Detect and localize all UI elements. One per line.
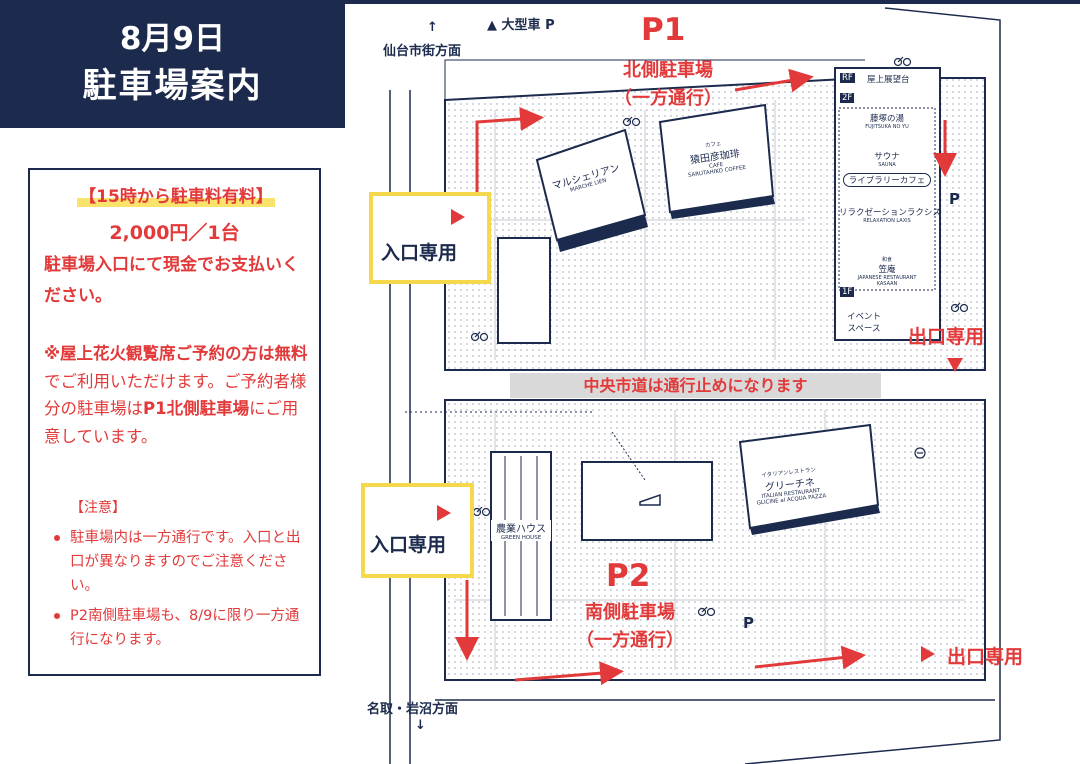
- note-item: P2南側駐車場も、8/9に限り一方通行になります。: [50, 604, 312, 652]
- p1-label: 北側駐車場: [623, 60, 713, 81]
- flow-arrow: [514, 661, 624, 686]
- bicycle-icon: [697, 606, 716, 617]
- flow-arrow: [734, 68, 814, 93]
- p1-oneway: （一方通行）: [614, 88, 722, 109]
- p1-title: P1: [641, 12, 686, 48]
- exit-arrow-icon: [947, 358, 963, 372]
- sauna-label: サウナ SAUNA: [874, 152, 900, 168]
- cake-icon: [639, 493, 661, 506]
- notes-list: 駐車場内は一方通行です。入口と出口が異なりますのでご注意ください。 P2南側駐車…: [50, 526, 312, 658]
- rooftop-label: 屋上展望台: [867, 75, 910, 85]
- p2-label: 南側駐車場: [585, 602, 675, 623]
- p2-entrance-label: 入口専用: [370, 534, 447, 556]
- no-entry-icon: [914, 447, 926, 459]
- page-title: 駐車場案内: [82, 66, 263, 106]
- parking-icon: P: [743, 614, 754, 632]
- small-building-north: [497, 237, 551, 344]
- south-arrow: ↓: [415, 718, 426, 733]
- road-closed-bar: 中央市道は通行止めになります: [510, 373, 881, 398]
- p2-title: P2: [606, 558, 651, 594]
- bicycle-icon: [950, 302, 969, 313]
- exit-arrow-icon: [921, 646, 935, 662]
- entrance-arrow-icon: [437, 505, 451, 521]
- flow-arrow: [475, 107, 544, 200]
- rf-badge: RF: [840, 73, 855, 83]
- relax-label: リラクゼーションラクシス RELAXATION LAXIS: [839, 208, 941, 224]
- fee-payment-note: 駐車場入口にて現金でお支払いください。: [44, 255, 299, 306]
- bath-label: 藤塚の湯 FUJITSUKA NO YU: [865, 114, 909, 130]
- p1-entrance-label: 入口専用: [381, 242, 458, 264]
- parking-icon: P: [545, 18, 555, 33]
- p2-oneway: （一方通行）: [576, 630, 684, 651]
- flow-arrow: [754, 645, 866, 670]
- parking-icon: P: [949, 190, 960, 208]
- entrance-arrow-icon: [451, 209, 465, 225]
- note-item: 駐車場内は一方通行です。入口と出口が異なりますのでご注意ください。: [50, 526, 312, 598]
- bullet-icon: [54, 613, 60, 619]
- f2-badge: 2F: [840, 93, 855, 103]
- north-road-label: 仙台市街方面: [383, 44, 462, 59]
- north-arrow: ↑: [427, 20, 438, 35]
- farm-label: 農業ハウス GREEN HOUSE: [491, 520, 551, 541]
- fee-heading: 【15時から駐車料有料】: [77, 187, 275, 207]
- event-space-label: イベント スペース: [847, 312, 882, 334]
- fee-price: 2,000円／1台: [109, 222, 240, 244]
- south-road-label: 名取・岩沼方面: [367, 702, 459, 717]
- p2-exit-label: 出口専用: [947, 646, 1024, 668]
- road-closed-label: 中央市道は通行止めになります: [583, 376, 808, 395]
- notes-title: 【注意】: [70, 500, 126, 516]
- bicycle-icon: [470, 331, 489, 342]
- cake-building: [581, 461, 713, 541]
- p1-exit-label: 出口専用: [908, 326, 985, 348]
- bullet-icon: [54, 535, 60, 541]
- facility-building: [834, 67, 941, 341]
- kasaan-label: 和食 笠庵 JAPANESE RESTAURANT KASAAN: [857, 257, 917, 287]
- title-box: 8月9日 駐車場案内: [0, 0, 345, 128]
- library-cafe-label: ライブラリーカフェ: [843, 173, 931, 187]
- parking-map: ↑ 仙台市街方面 名取・岩沼方面 ↓ ▲ 大型車 P P1 北側駐車場 （一方通…: [345, 0, 1080, 764]
- info-box: 【15時から駐車料有料】 2,000円／1台 駐車場入口にて現金でお支払いくださ…: [28, 168, 321, 676]
- p1-entrance-box: 入口専用: [369, 192, 491, 284]
- p2-entrance-box: 入口専用: [361, 483, 474, 578]
- reservation-note: ※屋上花火観覧席ご予約の方は無料でご利用いただけます。ご予約者様分の駐車場はP1…: [44, 344, 308, 446]
- bicycle-icon: [622, 116, 641, 127]
- event-date: 8月9日: [119, 21, 226, 57]
- bicycle-icon: [893, 56, 912, 67]
- f1-badge: 1F: [840, 287, 855, 297]
- large-vehicle-label: ▲ 大型車 P: [487, 18, 555, 33]
